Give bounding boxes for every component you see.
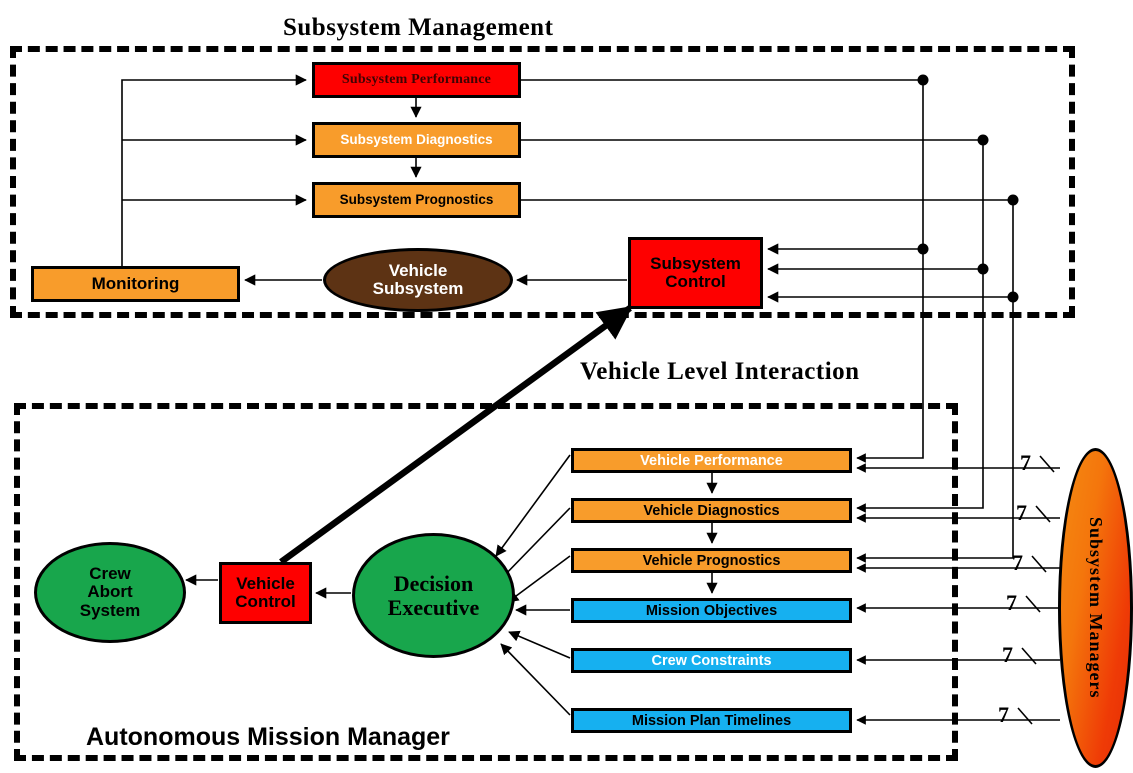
node-label: Subsystem Managers [1086, 517, 1107, 699]
page-title-subsystem-management: Subsystem Management [283, 14, 554, 41]
node-label-line1: Decision [393, 571, 474, 597]
node-label-line3: System [79, 600, 141, 620]
node-crew-constraints[interactable]: Crew Constraints [571, 648, 852, 673]
node-monitoring[interactable]: Monitoring [31, 266, 240, 302]
multiplicity-label-mission-objectives: 7 [1006, 590, 1017, 615]
node-label: Monitoring [91, 274, 180, 294]
node-label: Mission Plan Timelines [631, 712, 792, 729]
node-label: Vehicle Diagnostics [643, 502, 780, 519]
node-subsystem-managers[interactable]: Subsystem Managers [1058, 448, 1133, 768]
node-label: Subsystem Prognostics [339, 191, 494, 207]
multiplicity-label-vehicle-performance: 7 [1020, 450, 1031, 475]
node-subsystem-performance[interactable]: Subsystem Performance [312, 62, 521, 98]
subsystem-management-region [10, 46, 1075, 318]
multiplicity-label-crew-constraints: 7 [1002, 642, 1013, 667]
node-label: Mission Objectives [645, 602, 778, 619]
node-vehicle-prognostics[interactable]: Vehicle Prognostics [571, 548, 852, 573]
node-crew-abort-system[interactable]: Crew Abort System [34, 542, 186, 643]
node-label: Subsystem Diagnostics [340, 131, 493, 147]
node-label: Vehicle Prognostics [642, 552, 781, 569]
node-label: Crew Constraints [651, 652, 772, 669]
multiplicity-label-vehicle-prognostics: 7 [1012, 550, 1023, 575]
node-label-line1: Crew [89, 564, 131, 584]
multiplicity-label-mission-plan-timelines: 7 [998, 702, 1009, 727]
node-decision-executive[interactable]: Decision Executive [352, 533, 515, 658]
node-vehicle-subsystem[interactable]: Vehicle Subsystem [323, 248, 513, 312]
node-label-line2: Subsystem [372, 279, 464, 298]
node-label-line2: Abort [87, 582, 133, 602]
node-label-line2: Control [665, 272, 726, 291]
node-label-line1: Vehicle [236, 574, 295, 594]
multiplicity-label-vehicle-diagnostics: 7 [1016, 500, 1027, 525]
node-mission-plan-timelines[interactable]: Mission Plan Timelines [571, 708, 852, 733]
node-label-line2: Control [235, 592, 296, 611]
node-vehicle-diagnostics[interactable]: Vehicle Diagnostics [571, 498, 852, 523]
node-subsystem-diagnostics[interactable]: Subsystem Diagnostics [312, 122, 521, 158]
node-label-line1: Subsystem [650, 254, 741, 274]
node-vehicle-performance[interactable]: Vehicle Performance [571, 448, 852, 473]
node-subsystem-prognostics[interactable]: Subsystem Prognostics [312, 182, 521, 218]
node-label: Vehicle Performance [640, 452, 783, 469]
node-label-line1: Vehicle [388, 260, 448, 280]
node-subsystem-control[interactable]: Subsystem Control [628, 237, 763, 309]
page-title-vehicle-level-interaction: Vehicle Level Interaction [580, 358, 860, 385]
node-vehicle-control[interactable]: Vehicle Control [219, 562, 312, 624]
page-title-autonomous-mission-manager: Autonomous Mission Manager [86, 723, 450, 751]
node-label: Subsystem Performance [341, 71, 492, 87]
node-mission-objectives[interactable]: Mission Objectives [571, 598, 852, 623]
autonomous-mission-manager-region [14, 403, 958, 761]
node-label-line2: Executive [387, 594, 480, 620]
